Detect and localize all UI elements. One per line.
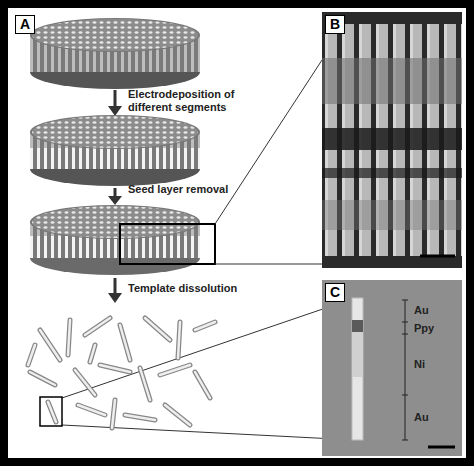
nanowires — [28, 318, 215, 428]
figure-background — [8, 8, 466, 458]
step-label: Seed layer removal — [128, 183, 278, 196]
segment-label: Au — [414, 411, 454, 424]
process-arrow — [108, 90, 122, 116]
template-seed-removed — [30, 205, 215, 275]
template-empty — [30, 18, 200, 89]
process-arrow — [108, 188, 122, 205]
step-label: Electrodeposition of different segments — [128, 88, 253, 114]
panel-letter: A — [15, 15, 35, 34]
sem-array-image — [322, 12, 462, 268]
figure-panel: B — [322, 12, 462, 268]
template-filled — [30, 115, 200, 186]
panel-letter: B — [325, 15, 345, 34]
segment-label: Au — [414, 304, 454, 317]
segment-label: Ppy — [414, 322, 454, 335]
figure-panel: C — [322, 280, 462, 456]
process-arrow — [108, 278, 122, 303]
sem-single-wire — [322, 280, 462, 456]
figure-panel: A — [12, 12, 316, 456]
step-label: Template dissolution — [128, 282, 278, 295]
zoom-lines — [62, 60, 355, 440]
panel-letter: C — [325, 283, 345, 302]
segment-label: Ni — [414, 358, 454, 371]
